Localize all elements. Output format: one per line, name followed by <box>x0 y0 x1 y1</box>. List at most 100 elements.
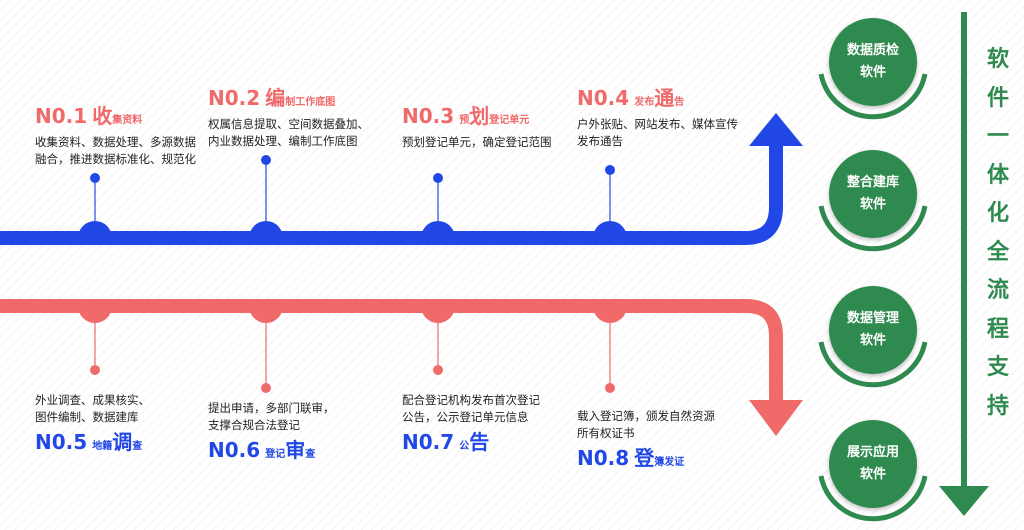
red-flow-line <box>0 299 783 405</box>
vertical-char: 持 <box>986 392 1009 419</box>
connector-dot <box>605 383 615 393</box>
step-key-char: 告 <box>469 430 490 454</box>
timeline-node <box>421 306 455 323</box>
vertical-char: 一 <box>986 123 1009 149</box>
step-number: N0.6 <box>208 438 261 462</box>
badge-line1: 数据管理 <box>846 311 899 326</box>
step-01: N0.1 收集资料 收集资料、数据处理、多源数据融合，推进数据标准化、规范化 <box>35 106 196 168</box>
vertical-char: 全 <box>986 238 1009 265</box>
connector-dot <box>90 173 100 183</box>
badge-line2: 软件 <box>859 333 886 348</box>
desc-line: 外业调查、成果核实、 <box>35 393 150 407</box>
vertical-char: 支 <box>986 354 1009 380</box>
step-key-char: 划 <box>469 104 490 128</box>
desc-line: 户外张贴、网站发布、媒体宣传 <box>577 117 738 131</box>
step-title-rest: 簿发证 <box>654 457 685 468</box>
step-title-rest: 告 <box>674 97 685 108</box>
step-title-rest: 登记单元 <box>489 115 530 126</box>
badge-line1: 整合建库 <box>846 175 899 190</box>
step-description: 提出申请，多部门联审， 支撑合规合法登记 <box>208 400 335 434</box>
red-arrow-head-icon <box>749 400 803 436</box>
step-key-char: 审 <box>285 438 306 462</box>
timeline-node <box>593 306 627 323</box>
desc-line: 配合登记机构发布首次登记 <box>402 393 540 407</box>
timeline-node <box>593 221 627 238</box>
badge-data-management: 数据管理软件 <box>815 272 931 388</box>
desc-line: 图件编制、数据建库 <box>35 410 139 424</box>
vertical-char: 化 <box>986 200 1009 226</box>
connector-dot <box>433 173 443 183</box>
step-number: N0.3 <box>402 104 455 128</box>
desc-line: 内业数据处理、编制工作底图 <box>208 134 358 148</box>
desc-line: 权属信息提取、空间数据叠加、 <box>208 117 369 131</box>
blue-flow-line <box>0 140 783 245</box>
step-description: 权属信息提取、空间数据叠加、内业数据处理、编制工作底图 <box>208 116 369 150</box>
desc-line: 融合，推进数据标准化、规范化 <box>35 152 196 166</box>
desc-line: 所有权证书 <box>577 426 635 440</box>
badge-line2: 软件 <box>859 467 886 482</box>
connector-dot <box>433 365 443 375</box>
badge-line1: 展示应用 <box>846 445 899 460</box>
step-key-char: 收 <box>92 104 113 128</box>
badge-display-app: 展示应用软件 <box>815 406 931 522</box>
step-key-char: 登 <box>634 446 655 470</box>
step-title: N0.7 公告 <box>402 432 540 452</box>
step-key-char: 编 <box>265 86 286 110</box>
vertical-char: 体 <box>986 161 1009 188</box>
step-number: N0.8 <box>577 446 630 470</box>
badge-ring <box>818 205 928 252</box>
badge-disc: 数据质检软件 <box>829 18 917 106</box>
step-title-rest: 查 <box>132 441 143 452</box>
step-04: N0.4 发布通告 户外张贴、网站发布、媒体宣传发布通告 <box>577 88 738 150</box>
connector-dot <box>605 165 615 175</box>
step-title: N0.6 登记审查 <box>208 440 335 460</box>
step-title: N0.2 编制工作底图 <box>208 88 369 108</box>
step-number: N0.1 <box>35 104 88 128</box>
desc-line: 载入登记簿，颁发自然资源 <box>577 409 715 423</box>
step-description: 户外张贴、网站发布、媒体宣传发布通告 <box>577 116 738 150</box>
connector-dot <box>261 155 271 165</box>
badge-line1: 数据质检 <box>846 43 899 58</box>
step-number: N0.5 <box>35 430 88 454</box>
timeline-node <box>421 221 455 238</box>
step-title: N0.5 地籍调查 <box>35 432 150 452</box>
connector-dot <box>261 383 271 393</box>
step-description: 外业调查、成果核实、图件编制、数据建库 <box>35 392 150 426</box>
timeline-node <box>78 306 112 323</box>
badge-ring <box>818 475 928 522</box>
step-key-char: 调 <box>112 430 133 454</box>
badge-line2: 软件 <box>859 197 886 212</box>
step-number: N0.4 <box>577 86 630 110</box>
step-description: 预划登记单元，确定登记范围 <box>402 134 552 151</box>
desc-line: 支撑合规合法登记 <box>208 418 300 432</box>
step-title: N0.1 收集资料 <box>35 106 196 126</box>
step-title-prefix: 发布 <box>634 97 655 108</box>
step-title-rest: 查 <box>305 449 316 460</box>
vertical-char: 程 <box>986 315 1009 342</box>
green-arrow-head-icon <box>939 486 989 516</box>
connector-dot <box>90 365 100 375</box>
desc-line: 发布通告 <box>577 134 623 148</box>
step-title-prefix: 公 <box>459 441 470 452</box>
step-description: 配合登记机构发布首次登记公告，公示登记单元信息 <box>402 392 540 426</box>
step-title: N0.3 预划登记单元 <box>402 106 552 126</box>
badge-ring <box>818 73 928 120</box>
desc-line: 预划登记单元，确定登记范围 <box>402 135 552 149</box>
step-title: N0.4 发布通告 <box>577 88 738 108</box>
desc-line: 提出申请，多部门联审， <box>208 401 335 415</box>
badge-disc: 整合建库软件 <box>829 150 917 238</box>
desc-line: 收集资料、数据处理、多源数据 <box>35 135 196 149</box>
vertical-char: 件 <box>986 84 1009 111</box>
step-02: N0.2 编制工作底图 权属信息提取、空间数据叠加、内业数据处理、编制工作底图 <box>208 88 369 150</box>
badge-integration: 整合建库软件 <box>815 136 931 252</box>
step-description: 收集资料、数据处理、多源数据融合，推进数据标准化、规范化 <box>35 134 196 168</box>
badge-data-quality: 数据质检软件 <box>815 4 931 120</box>
step-07: 配合登记机构发布首次登记公告，公示登记单元信息 N0.7 公告 <box>402 388 540 452</box>
vertical-char: 流 <box>986 277 1009 303</box>
timeline-node <box>249 221 283 238</box>
vertical-char: 软 <box>986 46 1009 72</box>
step-number: N0.7 <box>402 430 455 454</box>
badge-ring <box>818 341 928 388</box>
step-title-prefix: 地籍 <box>92 441 113 452</box>
